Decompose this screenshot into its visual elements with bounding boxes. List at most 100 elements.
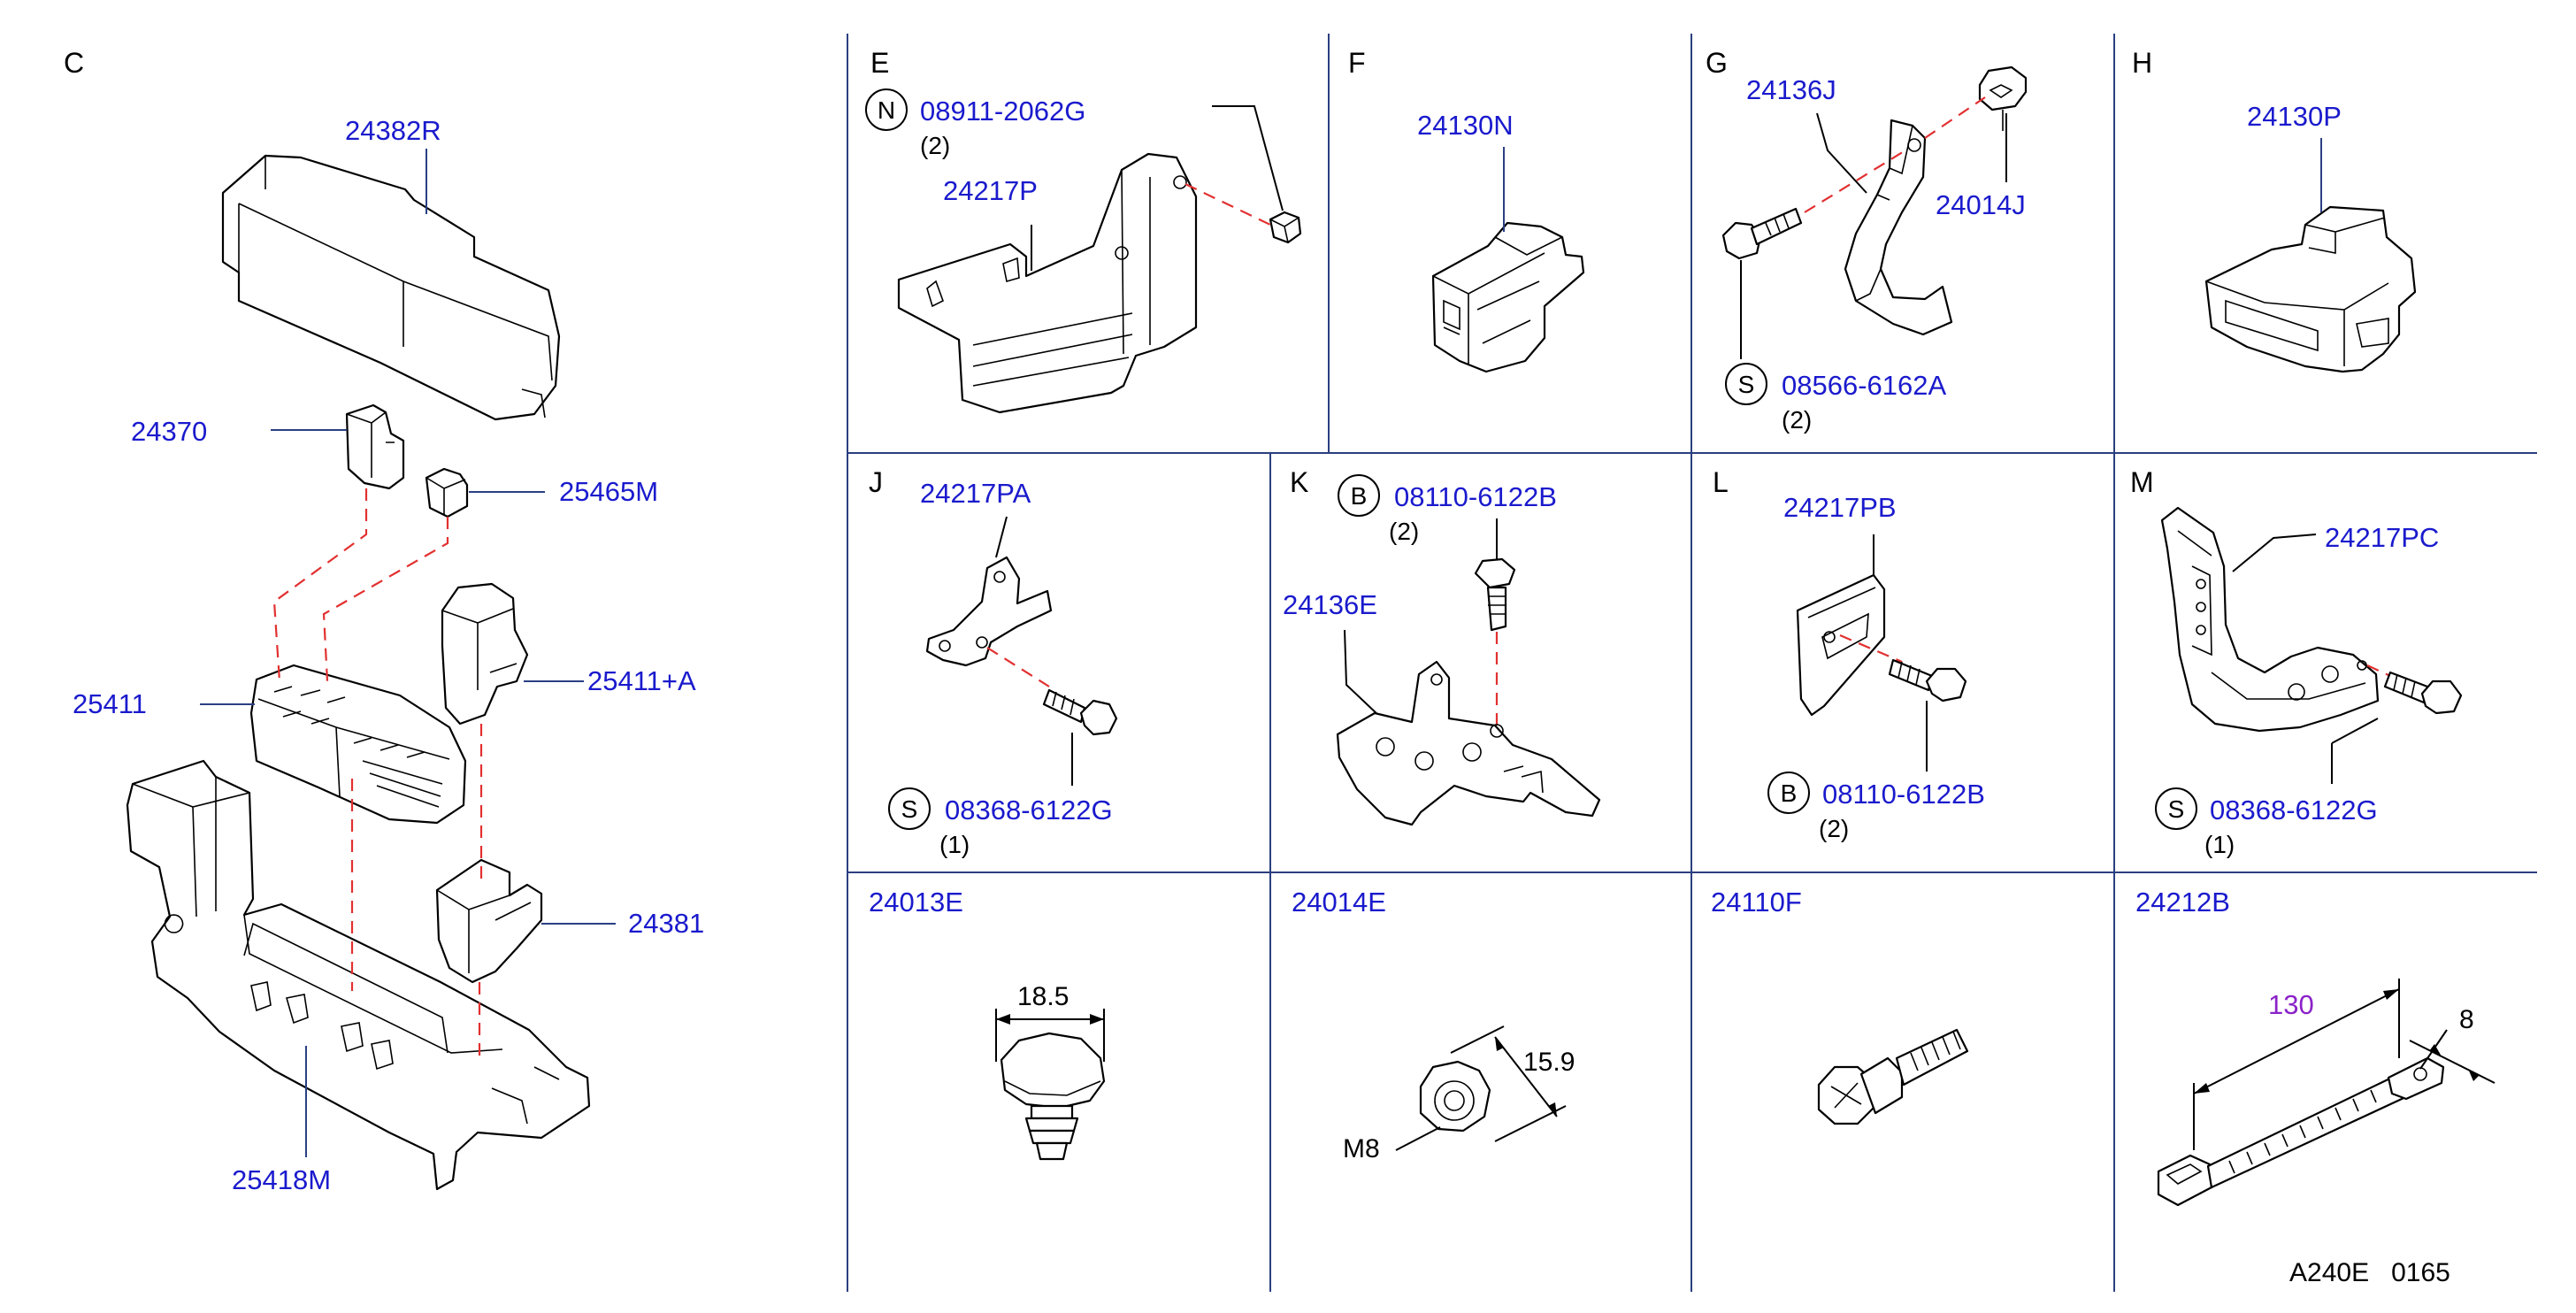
bolt-number: 08566-6162A <box>1782 370 1946 401</box>
relay-holder-24381 <box>435 858 543 984</box>
bolt-number: 08110-6122B <box>1822 779 1985 810</box>
grid-lines <box>847 34 2537 1292</box>
connector-24130N <box>1431 221 1585 373</box>
circle-letter: S <box>901 795 918 823</box>
section-j: J 24217PA S 08368-6122G (1) <box>869 466 1118 858</box>
diagram-code: A240E 0165 <box>2289 1258 2450 1287</box>
circle-symbol <box>1767 772 1810 814</box>
assembly-dashed-lines <box>272 488 483 1058</box>
leader-line <box>1212 105 1284 211</box>
section-letter: M <box>2130 466 2154 498</box>
part-number: 24014E <box>1292 887 1386 918</box>
section-c: C 24382R 24370 25465M 25411+A <box>64 47 704 1195</box>
part-number: 24212B <box>2135 887 2230 918</box>
circle-letter: S <box>2168 795 2185 823</box>
dimension-line <box>1450 1025 1505 1054</box>
part-number: 24217PA <box>920 478 1031 509</box>
cell-24212B: 24212B 130 8 <box>2135 887 2496 1207</box>
circle-letter: S <box>1738 371 1755 398</box>
cell-24014E: 24014E 15.9 M8 <box>1292 887 1575 1163</box>
section-m: M 24217PC S 08368-6122G (1) <box>2130 466 2463 858</box>
part-number-24382R: 24382R <box>345 115 441 146</box>
bolt-number: 08368-6122G <box>945 795 1113 825</box>
section-e: E N 08911-2062G (2) 24217P <box>865 47 1302 414</box>
bracket-24217PA <box>925 556 1053 667</box>
section-letter: G <box>1706 47 1728 79</box>
bolt <box>1474 557 1516 632</box>
section-h: H 24130P <box>2132 47 2417 373</box>
dimension-value: 8 <box>2459 1005 2474 1034</box>
part-number-25465M: 25465M <box>559 476 658 507</box>
section-g: G 24136J 24014J S 08566-6162A (2) <box>1706 47 2028 434</box>
part-number: 24136E <box>1283 589 1377 620</box>
quantity: (2) <box>1389 518 1419 545</box>
bracket-25418M <box>126 759 591 1191</box>
plate-24217PB <box>1796 573 1886 717</box>
dimension-value: 15.9 <box>1523 1048 1575 1077</box>
relay-24370 <box>345 403 405 490</box>
clip-24014J <box>1978 65 2028 131</box>
part-number-25418M: 25418M <box>232 1164 331 1195</box>
bracket-24217PC <box>2160 506 2380 733</box>
fuse-box-cover-24382R <box>221 154 561 421</box>
fuse-25465M <box>425 467 469 518</box>
thread-size: M8 <box>1343 1134 1380 1163</box>
push-clip <box>1000 1032 1106 1161</box>
quantity: (1) <box>2204 831 2235 858</box>
section-k: K B 08110-6122B (2) 24136E <box>1283 466 1601 826</box>
part-number-24370: 24370 <box>131 416 207 447</box>
fuse-block-25411 <box>249 664 467 825</box>
circle-symbol <box>2155 787 2197 830</box>
cable-tie <box>2157 1056 2445 1207</box>
bolt-number: 08911-2062G <box>920 96 1085 127</box>
dimension-value: 18.5 <box>1017 982 1069 1011</box>
dimension-value: 130 <box>2268 989 2314 1020</box>
bolt <box>1042 688 1118 736</box>
cell-24110F: 24110F <box>1711 887 1969 1125</box>
section-l: L 24217PB B 08110-6122B (2) <box>1713 466 1985 842</box>
part-number: 24110F <box>1711 887 1802 918</box>
bolt <box>2383 671 2463 715</box>
part-number: 24130N <box>1417 110 1514 141</box>
circle-letter: B <box>1351 482 1368 510</box>
dimension-line <box>2409 1040 2496 1084</box>
part-number: 24217PB <box>1783 492 1897 523</box>
bolt-number: 08110-6122B <box>1394 481 1557 512</box>
nut <box>1269 211 1302 244</box>
circle-symbol <box>1725 363 1767 405</box>
part-number-24014J: 24014J <box>1936 189 2026 220</box>
bolt-number: 08368-6122G <box>2210 795 2378 825</box>
part-number: 24013E <box>869 887 963 918</box>
dimension-line <box>2193 988 2400 1094</box>
part-number-24136J: 24136J <box>1746 74 1836 105</box>
bracket-24136E <box>1336 660 1601 826</box>
part-number-25411A: 25411+A <box>587 665 696 696</box>
assembly-dashed-line <box>986 647 1050 687</box>
connector-24130P <box>2204 205 2417 373</box>
dimension-line <box>1494 1036 1558 1117</box>
cell-24013E: 24013E 18.5 <box>869 887 1106 1161</box>
screw <box>1817 1028 1969 1125</box>
leader-line <box>1816 112 1867 194</box>
strap-bracket <box>1844 119 1953 336</box>
assembly-dashed-line <box>1924 96 1986 139</box>
quantity: (2) <box>920 132 950 159</box>
section-letter: H <box>2132 47 2152 79</box>
circle-letter: N <box>878 96 895 124</box>
part-number: 24217P <box>943 175 1038 206</box>
quantity: (2) <box>1819 815 1849 842</box>
section-letter: C <box>64 47 84 79</box>
leader-line <box>1395 1126 1441 1151</box>
section-letter: K <box>1290 466 1308 498</box>
part-number: 24130P <box>2247 101 2342 132</box>
circle-symbol <box>1338 474 1380 517</box>
leader-line <box>1344 629 1381 718</box>
circle-symbol <box>888 787 931 830</box>
section-letter: J <box>869 466 883 498</box>
nut <box>1419 1060 1491 1133</box>
bolt <box>1888 658 1967 703</box>
bolt <box>1721 207 1803 260</box>
part-number-24381: 24381 <box>628 908 704 939</box>
